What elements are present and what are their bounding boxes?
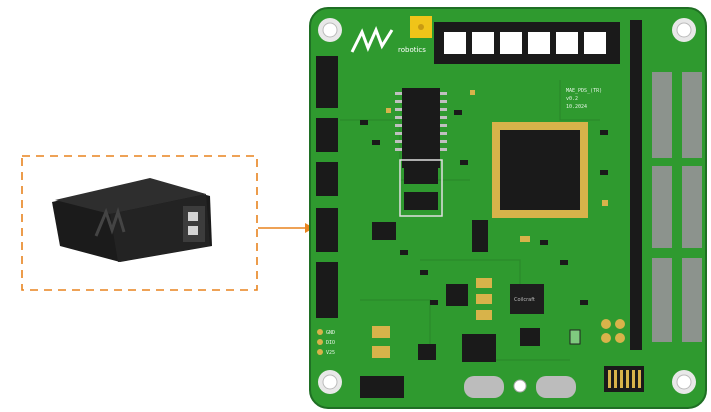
pcb-board: robotics MAE_PDS_(TR) v0.2 10.2024 bbox=[309, 7, 707, 409]
board-text-line1: MAE_PDS_(TR) bbox=[566, 88, 602, 94]
device-dashed-frame bbox=[21, 155, 258, 291]
tall-ic bbox=[402, 88, 440, 168]
pin-label-gnd: GND bbox=[326, 330, 335, 336]
brand-word: robotics bbox=[398, 46, 426, 54]
main-mcu bbox=[492, 122, 588, 218]
usb-adapter-device bbox=[52, 178, 212, 262]
board-text-line2: v0.2 bbox=[566, 96, 578, 102]
pin-labels: GND DIO V25 bbox=[317, 329, 335, 356]
inductor: Coilcraft bbox=[510, 284, 544, 314]
arrow-right-icon bbox=[258, 223, 314, 233]
pin-label-v25: V25 bbox=[326, 350, 335, 356]
board-text-line3: 10.2024 bbox=[566, 104, 587, 110]
mount-hole-icon bbox=[318, 18, 696, 394]
inductor-label: Coilcraft bbox=[514, 297, 535, 303]
led-display bbox=[434, 22, 620, 64]
m7-logo-icon bbox=[94, 207, 126, 237]
pin-label-dio: DIO bbox=[326, 340, 335, 346]
m7-logo-icon bbox=[350, 16, 432, 53]
